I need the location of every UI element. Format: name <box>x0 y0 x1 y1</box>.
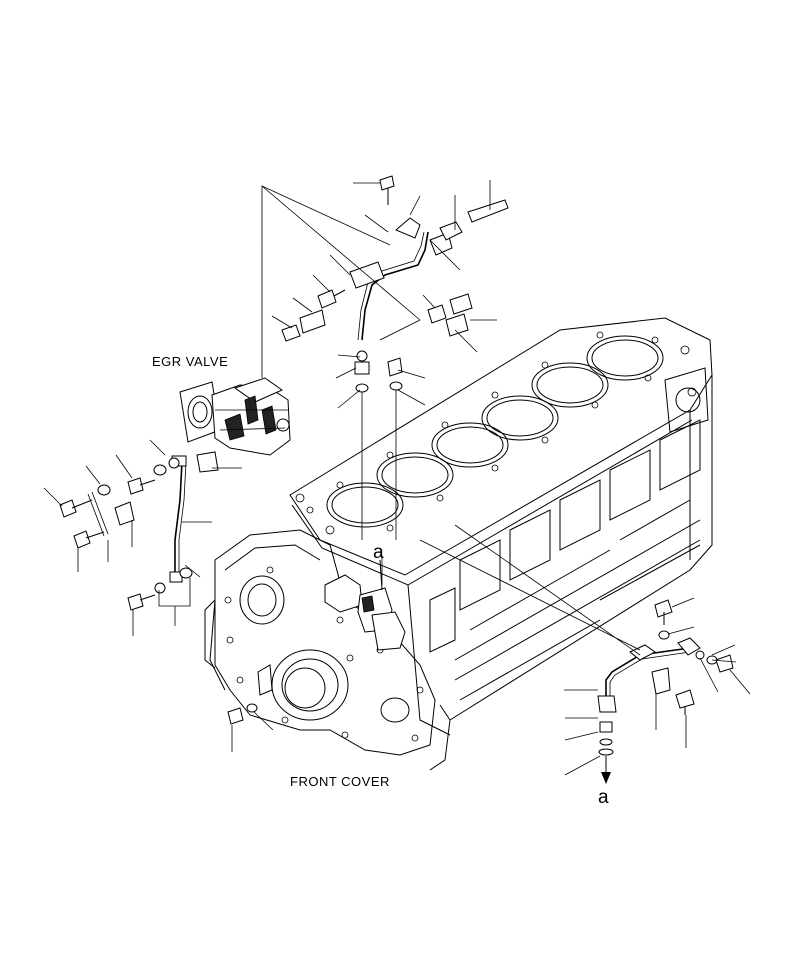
fasteners <box>59 175 734 756</box>
reference-a-bottom: a <box>598 787 609 808</box>
egr-valve-label: EGR VALVE <box>152 354 228 369</box>
reference-arrow <box>601 756 611 784</box>
leader-lines <box>43 180 751 776</box>
engine-block <box>289 317 713 771</box>
egr-valve <box>179 377 291 456</box>
left-pipe <box>169 455 187 583</box>
front-cover <box>204 529 436 756</box>
sensor-housing <box>324 559 406 651</box>
reference-a-top: a <box>373 542 384 563</box>
front-cover-label: FRONT COVER <box>290 774 390 789</box>
right-pipe <box>605 637 701 696</box>
